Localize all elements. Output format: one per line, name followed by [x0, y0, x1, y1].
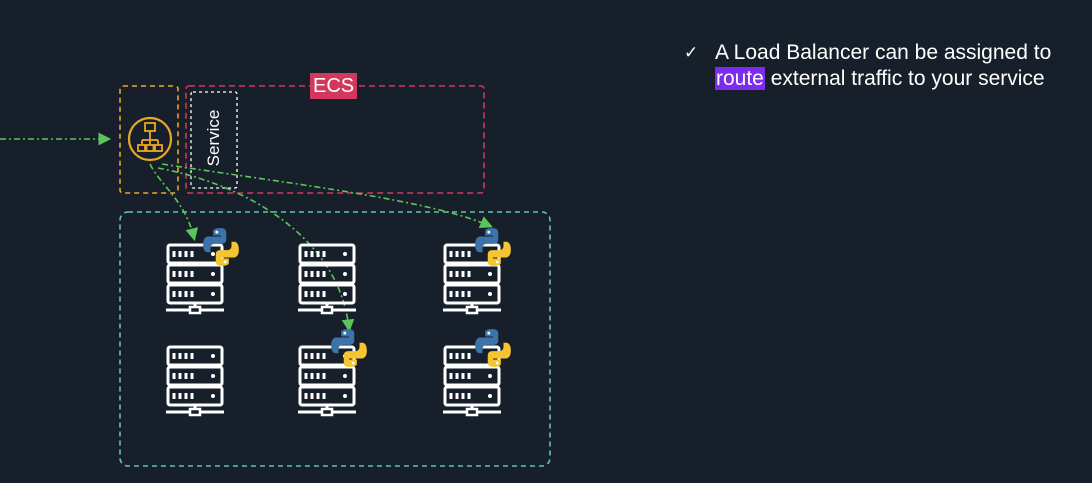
bullet-text-after: external traffic to your service: [764, 67, 1045, 90]
ecs-label: ECS: [310, 73, 358, 99]
cluster-box: [119, 211, 551, 467]
server-2: [298, 243, 358, 315]
python-icon: [475, 228, 511, 266]
service-label: Service: [204, 109, 223, 167]
server-icon: [166, 243, 226, 315]
bullet-text-before: A Load Balancer can be assigned to: [715, 41, 1052, 64]
server-5: [298, 329, 367, 417]
bullet-point: ✓ A Load Balancer can be assigned to rou…: [684, 40, 1074, 92]
route-arrow-2: [157, 167, 355, 333]
load-balancer-icon: [127, 116, 173, 162]
server-icon: [166, 345, 226, 417]
server-1: [166, 228, 239, 315]
service-label-box: Service: [191, 100, 237, 176]
route-arrow-1: [149, 163, 199, 242]
server-3: [443, 228, 511, 315]
server-icon: [298, 243, 358, 315]
bullet-text: A Load Balancer can be assigned to route…: [715, 40, 1074, 92]
server-4: [166, 345, 226, 417]
service-box: [190, 91, 238, 189]
server-6: [443, 329, 511, 417]
bullet-highlight: route: [715, 67, 765, 90]
checkmark-icon: ✓: [684, 43, 699, 63]
